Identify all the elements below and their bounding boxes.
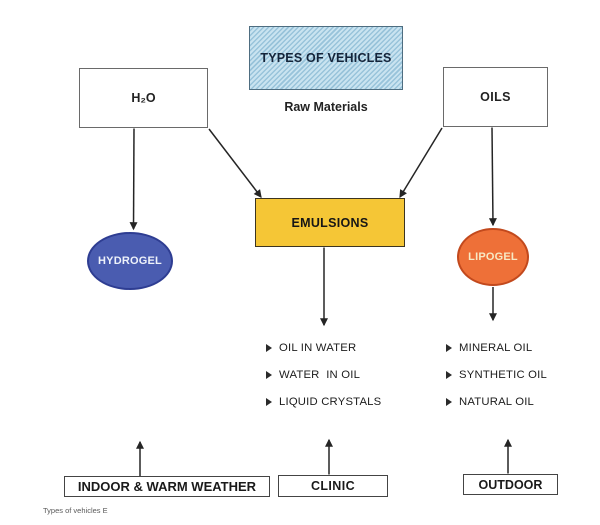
list-emulsion-types: OIL IN WATER WATER IN OIL LIQUID CRYSTAL… (266, 340, 416, 410)
usage-box-clinic: CLINIC (278, 475, 388, 497)
arrow-h2o-to-hydrogel-icon (129, 128, 138, 231)
arrowhead-bullet-icon (266, 398, 272, 406)
clinic-label: CLINIC (310, 479, 356, 493)
arrowhead-bullet-icon (266, 371, 272, 379)
arrowhead-bullet-icon (446, 371, 452, 379)
arrow-h2o-to-emulsions-icon (208, 128, 262, 198)
arrowhead-bullet-icon (446, 344, 452, 352)
arrowhead-bullet-icon (446, 398, 452, 406)
usage-box-indoor-warm-weather: INDOOR & WARM WEATHER (64, 476, 270, 497)
list-item-label: OIL IN WATER (279, 342, 357, 354)
h2o-label: H₂O (131, 91, 156, 105)
node-hydrogel: HYDROGEL (87, 232, 173, 290)
list-item-label: WATER IN OIL (279, 369, 361, 381)
indoor-label: INDOOR & WARM WEATHER (77, 479, 257, 494)
list-item: WATER IN OIL (266, 367, 416, 383)
list-item: LIQUID CRYSTALS (266, 394, 416, 410)
arrow-oils-to-emulsions-icon (399, 127, 443, 199)
arrow-oils-to-lipogel-icon (488, 127, 497, 227)
node-h2o: H₂O (79, 68, 208, 128)
lipogel-label: LIPOGEL (468, 251, 518, 263)
usage-box-outdoor: OUTDOOR (463, 474, 558, 495)
node-emulsions: EMULSIONS (255, 198, 405, 247)
title-label: TYPES OF VEHICLES (260, 51, 392, 65)
list-item: OIL IN WATER (266, 340, 416, 356)
outdoor-label: OUTDOOR (478, 477, 543, 492)
list-item: MINERAL OIL (446, 340, 586, 356)
node-lipogel: LIPOGEL (457, 228, 529, 286)
hydrogel-label: HYDROGEL (98, 255, 162, 267)
list-item: NATURAL OIL (446, 394, 586, 410)
list-item-label: NATURAL OIL (459, 396, 535, 408)
footnote-text: Types of vehicles E (43, 506, 108, 515)
list-oil-types: MINERAL OIL SYNTHETIC OIL NATURAL OIL (446, 340, 586, 410)
list-item-label: SYNTHETIC OIL (459, 369, 547, 381)
list-item: SYNTHETIC OIL (446, 367, 586, 383)
list-item-label: LIQUID CRYSTALS (279, 396, 382, 408)
oils-label: OILS (480, 90, 511, 104)
arrowhead-bullet-icon (266, 344, 272, 352)
list-item-label: MINERAL OIL (459, 342, 533, 354)
subtitle-raw-materials: Raw Materials (284, 100, 368, 114)
node-oils: OILS (443, 67, 548, 127)
title-box-types-of-vehicles: TYPES OF VEHICLES (249, 26, 403, 90)
emulsions-label: EMULSIONS (291, 215, 369, 230)
